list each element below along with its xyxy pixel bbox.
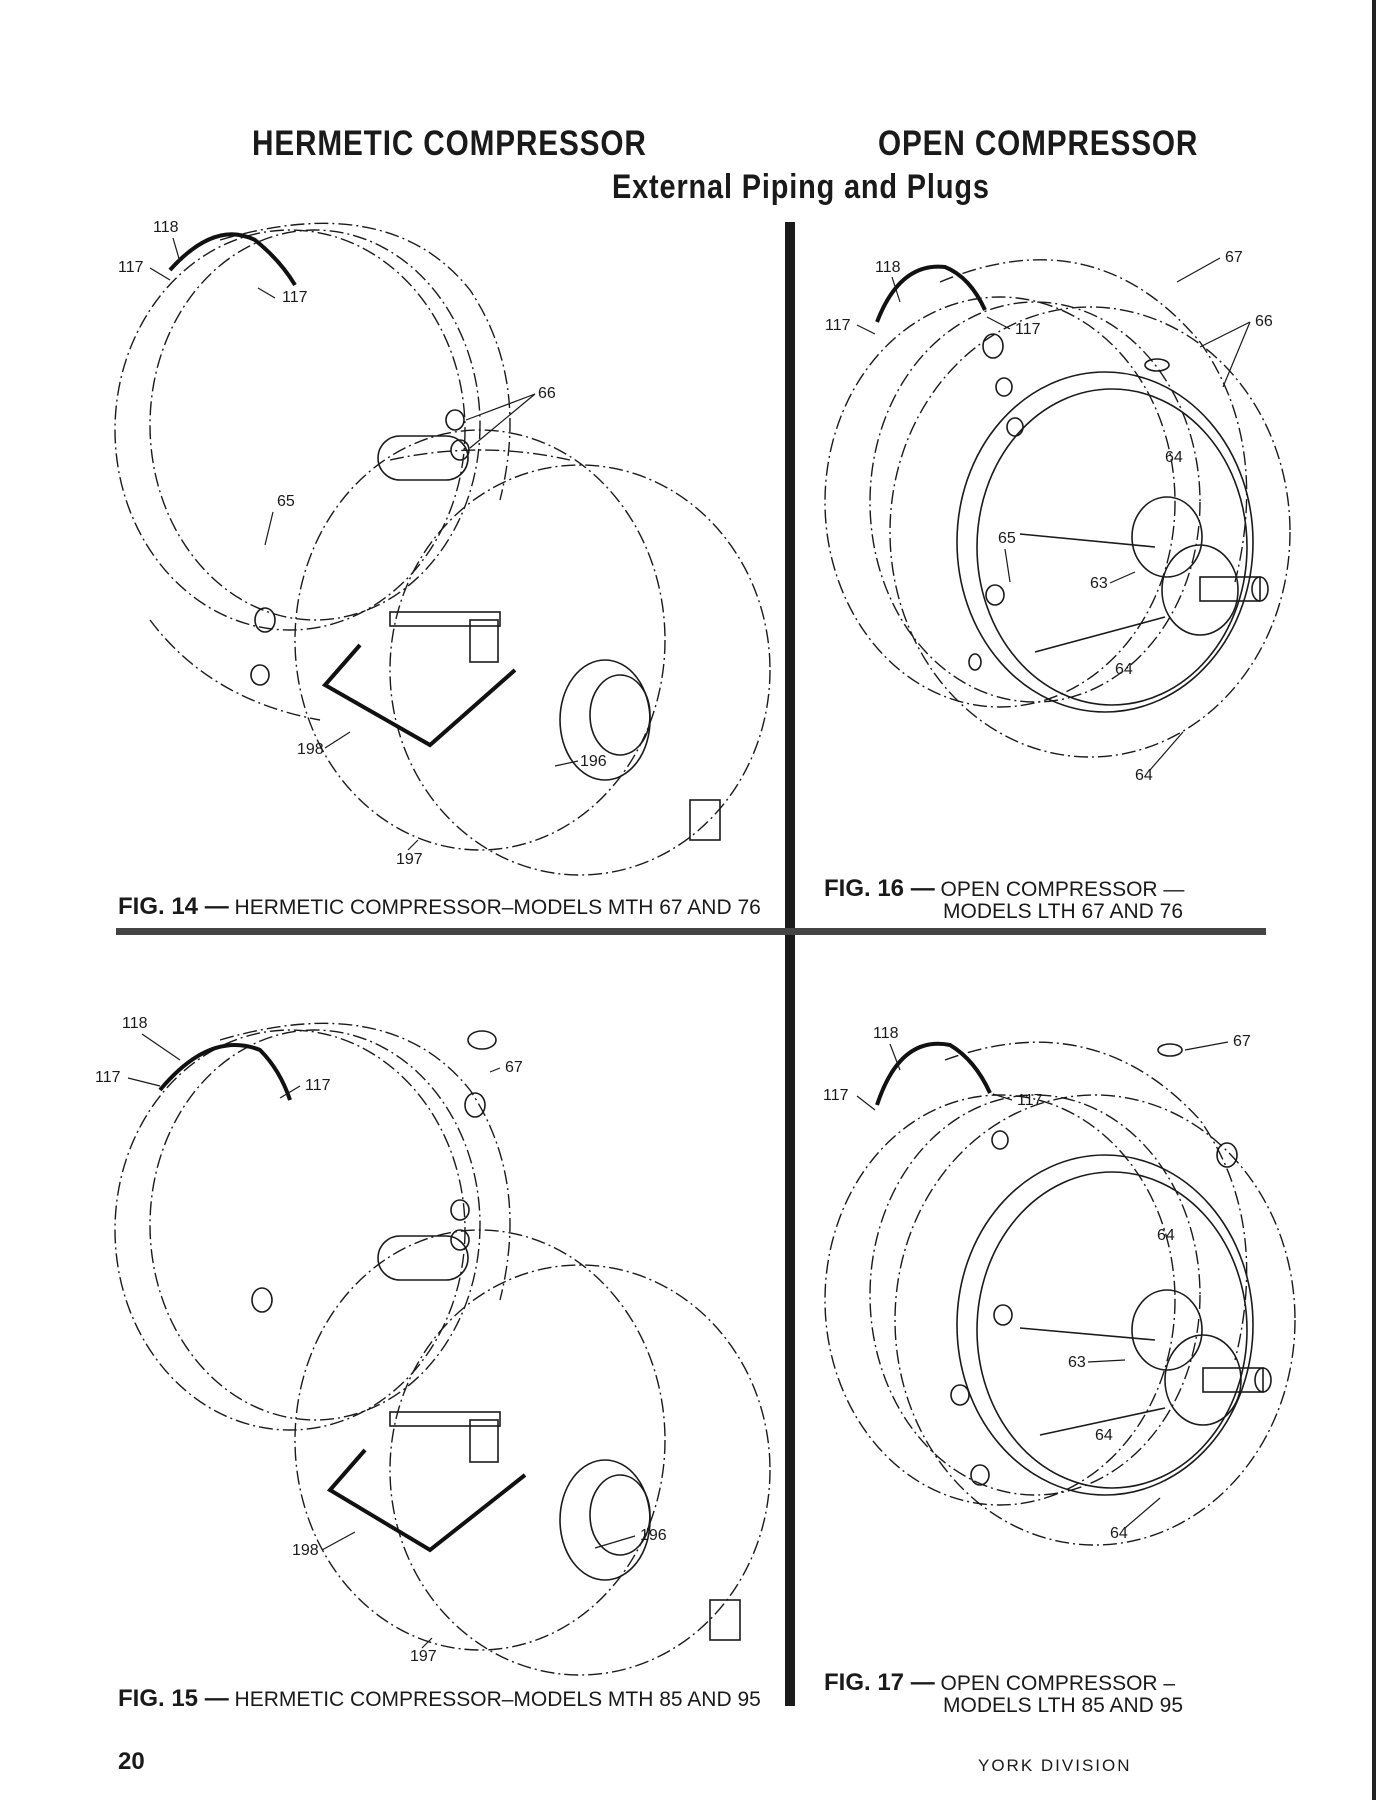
fig17-caption-line2: MODELS LTH 85 AND 95 — [943, 1694, 1184, 1717]
callout-117: 117 — [118, 259, 144, 276]
callout-64: 64 — [1095, 1427, 1113, 1444]
fig14-callouts: 118 117 117 66 65 198 196 197 — [118, 219, 607, 868]
hermetic-compressor-outline — [114, 222, 771, 876]
fig14-drawing: 118 117 117 66 65 198 196 197 — [114, 219, 771, 876]
fig15-caption: FIG. 15 — HERMETIC COMPRESSOR–MODELS MTH… — [118, 1685, 761, 1712]
vertical-divider — [785, 222, 795, 1706]
open-compressor-outline — [824, 259, 1291, 758]
open-compressor-outline — [824, 1041, 1296, 1546]
fig15-caption-text: HERMETIC COMPRESSOR–MODELS MTH 85 AND 95 — [234, 1688, 761, 1711]
page-number: 20 — [118, 1748, 145, 1775]
fig15-callouts: 118 117 117 67 198 196 197 — [95, 1015, 667, 1665]
horizontal-divider — [116, 928, 1266, 935]
callout-66: 66 — [1255, 313, 1273, 330]
header-left-title: HERMETIC COMPRESSOR — [252, 124, 647, 163]
fig16-number: FIG. 16 — — [824, 875, 935, 902]
callout-63: 63 — [1090, 575, 1108, 592]
fig17-drawing: 118 117 117 67 64 63 64 64 — [823, 1025, 1296, 1546]
callout-197: 197 — [410, 1648, 437, 1665]
callout-65: 65 — [998, 530, 1016, 547]
header-right-title: OPEN COMPRESSOR — [878, 124, 1199, 163]
tube-118 — [168, 232, 297, 287]
callout-118: 118 — [875, 259, 901, 276]
callout-67: 67 — [1225, 249, 1243, 266]
fig14-caption-text: HERMETIC COMPRESSOR–MODELS MTH 67 AND 76 — [234, 896, 761, 919]
callout-117: 117 — [282, 289, 308, 306]
callout-64: 64 — [1110, 1525, 1128, 1542]
callout-198: 198 — [292, 1542, 319, 1559]
callout-65: 65 — [277, 493, 295, 510]
callout-64: 64 — [1165, 449, 1183, 466]
tube-118 — [875, 1041, 992, 1106]
hermetic-compressor-outline — [114, 1022, 771, 1676]
callout-117: 117 — [825, 317, 851, 334]
fig14-caption: FIG. 14 — HERMETIC COMPRESSOR–MODELS MTH… — [118, 893, 761, 920]
fig17-number: FIG. 17 — — [824, 1669, 935, 1696]
callout-118: 118 — [873, 1025, 899, 1042]
fig16-caption-line1: OPEN COMPRESSOR — — [940, 878, 1185, 901]
callout-118: 118 — [153, 219, 179, 236]
callout-66: 66 — [538, 385, 556, 402]
fig16-caption: FIG. 16 — OPEN COMPRESSOR — MODELS LTH 6… — [824, 875, 1185, 923]
fig17-caption-line1: OPEN COMPRESSOR – — [940, 1672, 1176, 1695]
fig17-caption: FIG. 17 — OPEN COMPRESSOR – MODELS LTH 8… — [824, 1669, 1184, 1717]
fig14-number: FIG. 14 — — [118, 893, 229, 920]
callout-196: 196 — [580, 753, 607, 770]
callout-197: 197 — [396, 851, 423, 868]
callout-118: 118 — [122, 1015, 148, 1032]
fig16-drawing: 118 117 117 67 66 64 65 63 64 64 — [824, 249, 1291, 784]
callout-198: 198 — [297, 741, 324, 758]
callout-67: 67 — [1233, 1033, 1251, 1050]
callout-64: 64 — [1135, 767, 1153, 784]
page-subtitle: External Piping and Plugs — [612, 168, 990, 206]
callout-117: 117 — [823, 1087, 849, 1104]
footer-division: YORK DIVISION — [978, 1756, 1132, 1775]
fig16-caption-line2: MODELS LTH 67 AND 76 — [943, 900, 1184, 923]
callout-117: 117 — [305, 1077, 331, 1094]
callout-117: 117 — [95, 1069, 121, 1086]
page-edge-line — [1372, 0, 1376, 1800]
callout-64: 64 — [1115, 661, 1133, 678]
tube-118 — [875, 264, 987, 323]
callout-117: 117 — [1017, 1092, 1043, 1109]
callout-117: 117 — [1015, 321, 1041, 338]
fig16-callouts: 118 117 117 67 66 64 65 63 64 64 — [825, 249, 1273, 784]
callout-63: 63 — [1068, 1354, 1086, 1371]
fig17-callouts: 118 117 117 67 64 63 64 64 — [823, 1025, 1251, 1542]
tube-118 — [158, 1043, 292, 1101]
fig15-number: FIG. 15 — — [118, 1685, 229, 1712]
callout-64: 64 — [1157, 1227, 1175, 1244]
tube-197 — [321, 643, 517, 748]
fig15-drawing: 118 117 117 67 198 196 197 — [95, 1015, 771, 1676]
callout-196: 196 — [640, 1527, 667, 1544]
callout-67: 67 — [505, 1059, 523, 1076]
tube-197 — [326, 1448, 527, 1553]
